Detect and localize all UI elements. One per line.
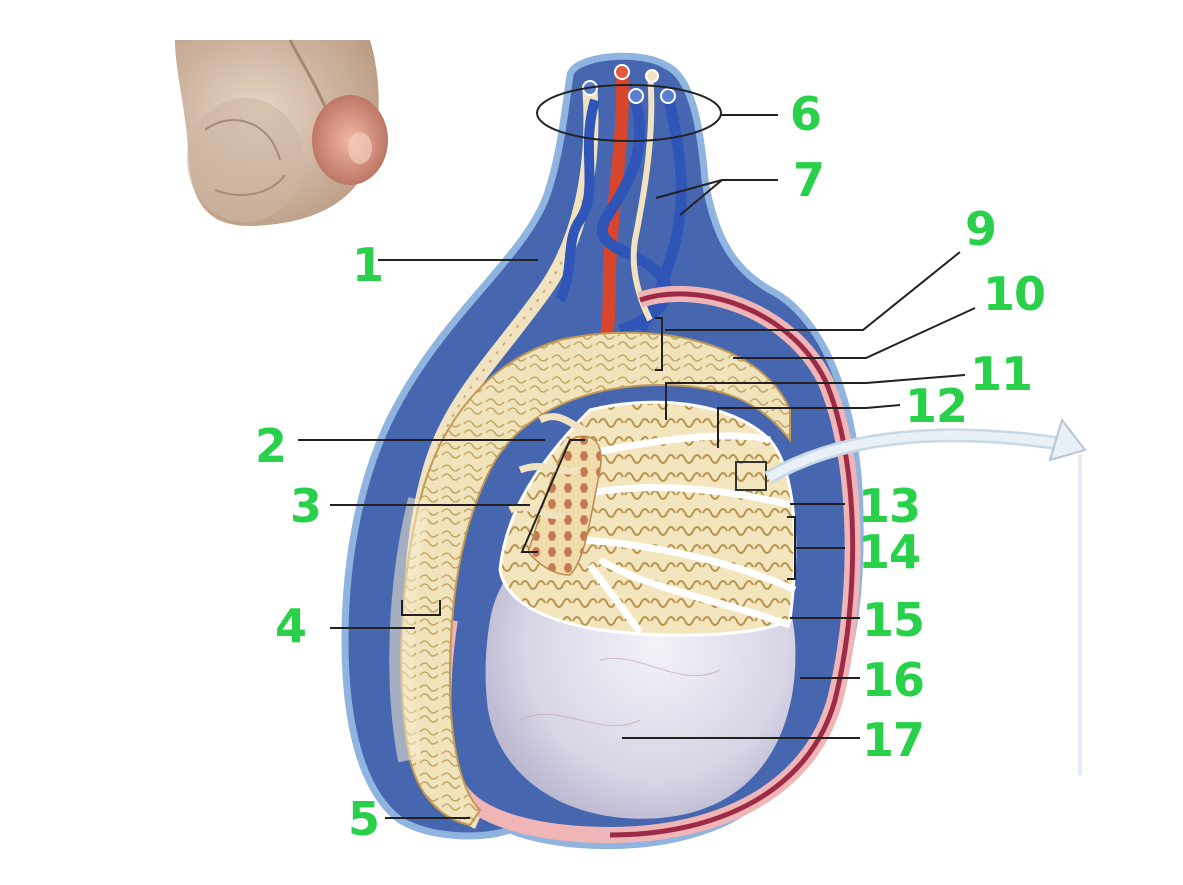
label-1: 1	[352, 238, 383, 292]
label-2: 2	[255, 419, 286, 473]
leader-12	[717, 404, 901, 448]
label-7: 7	[793, 153, 824, 207]
number-labels: 1 2 3 4 5 6 7 9 10 11 12 13 14 15 16 17	[255, 87, 1046, 846]
bracket-3	[520, 439, 585, 553]
testicular-artery	[593, 69, 629, 363]
label-10: 10	[983, 267, 1045, 321]
septa	[579, 432, 797, 635]
pampiniform-plexus	[596, 93, 672, 336]
label-16: 16	[862, 653, 924, 707]
label-9: 9	[965, 202, 996, 256]
leader-9	[665, 251, 961, 331]
label-13: 13	[858, 479, 920, 533]
inset-external-view	[175, 39, 388, 226]
testis-cross-section	[341, 52, 864, 850]
label-5: 5	[348, 792, 379, 846]
zoom-box	[735, 461, 767, 491]
label-3: 3	[290, 479, 321, 533]
epididymis	[400, 331, 791, 827]
leader-11	[665, 374, 966, 420]
label-4: 4	[275, 599, 306, 653]
bracket-4	[401, 600, 441, 616]
label-6: 6	[790, 87, 821, 141]
label-17: 17	[862, 713, 924, 767]
leader-10	[733, 307, 976, 359]
efferent-ductules	[508, 413, 587, 520]
leader-7a	[655, 179, 723, 199]
label-14: 14	[858, 525, 920, 579]
ellipse-6	[536, 84, 722, 142]
leader-7b	[679, 179, 723, 216]
label-12: 12	[905, 379, 967, 433]
label-15: 15	[862, 593, 924, 647]
label-11: 11	[970, 347, 1032, 401]
leader-lines	[298, 84, 976, 819]
zoom-arrow	[764, 417, 1087, 775]
bracket-9	[655, 317, 663, 371]
